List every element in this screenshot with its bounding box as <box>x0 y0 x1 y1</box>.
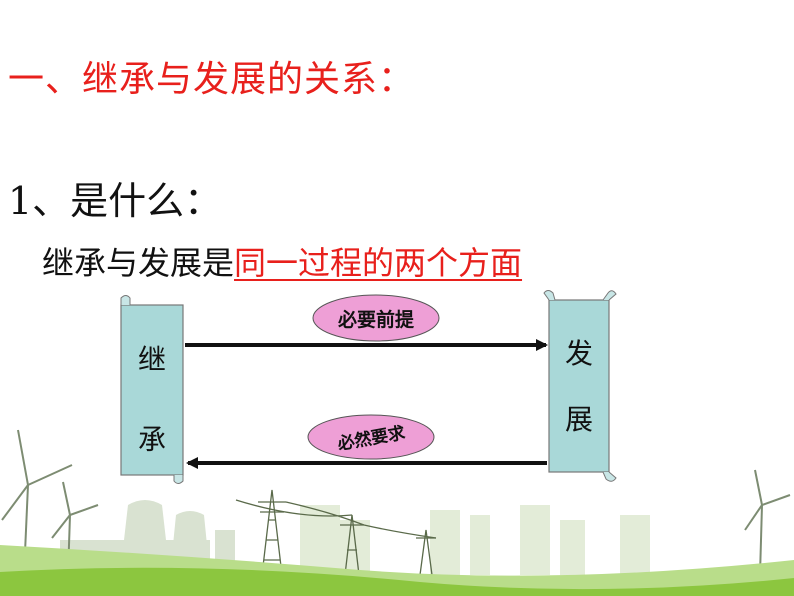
left-scroll-char-2: 承 <box>138 423 167 456</box>
statement-plain: 继承与发展是 <box>42 244 235 282</box>
page-heading: 一、继承与发展的关系： <box>8 59 416 100</box>
right-scroll <box>543 290 617 482</box>
section-subheading: 1、是什么： <box>8 179 223 223</box>
left-scroll <box>120 295 184 484</box>
top-oval-label: 必要前提 <box>337 308 415 331</box>
statement-line: 继承与发展是同一过程的两个方面 <box>42 238 522 284</box>
bottom-oval <box>307 414 435 460</box>
top-oval <box>312 294 440 342</box>
left-scroll-char-1: 继 <box>138 343 167 376</box>
right-scroll-char-1: 发 <box>565 337 594 370</box>
statement-highlight: 同一过程的两个方面 <box>234 244 523 282</box>
right-scroll-char-2: 展 <box>565 403 594 436</box>
